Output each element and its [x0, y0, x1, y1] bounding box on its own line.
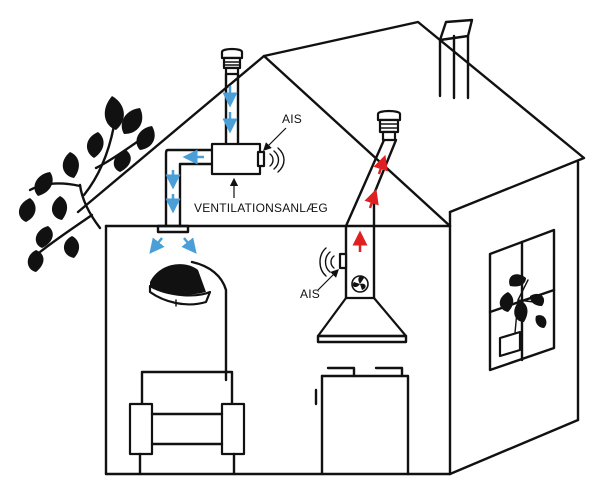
plant-pot: [498, 330, 522, 358]
side-wall-bottom: [448, 418, 580, 476]
ais-label-top: AIS: [282, 112, 302, 126]
sound-waves-icon: [269, 147, 285, 173]
roof-vent-cap-left: [220, 47, 244, 76]
ventilation-unit-label: VENTILATIONSANLÆG: [194, 201, 328, 215]
armchair: [128, 370, 246, 476]
diffuser-arrow: [149, 237, 165, 254]
floor-lamp: [148, 260, 228, 382]
exhaust-arrow: [373, 154, 388, 175]
fan-icon: [351, 275, 369, 293]
kitchen-cabinet: [314, 366, 410, 476]
ais-sensor-kitchen: [338, 252, 348, 270]
exhaust-arrow: [364, 188, 379, 209]
diffuser-arrow: [181, 237, 197, 254]
ais-pointer-kitchen: [317, 269, 339, 291]
ais-pointer-top: [263, 127, 287, 151]
window-with-plant: [488, 228, 556, 372]
ventilation-unit: [210, 142, 285, 176]
ais-sensor: [256, 150, 266, 168]
tree-branch-icon: [18, 96, 155, 272]
roof-ridge: [262, 20, 586, 214]
cooker-hood: [316, 247, 408, 344]
intake-duct: [149, 72, 240, 254]
roof-vent-cap-right: [376, 109, 402, 142]
ceiling-diffuser: [156, 224, 190, 234]
sound-waves-icon: [319, 247, 335, 277]
ais-label-kitchen: AIS: [300, 287, 320, 301]
exhaust-duct: [344, 138, 398, 326]
